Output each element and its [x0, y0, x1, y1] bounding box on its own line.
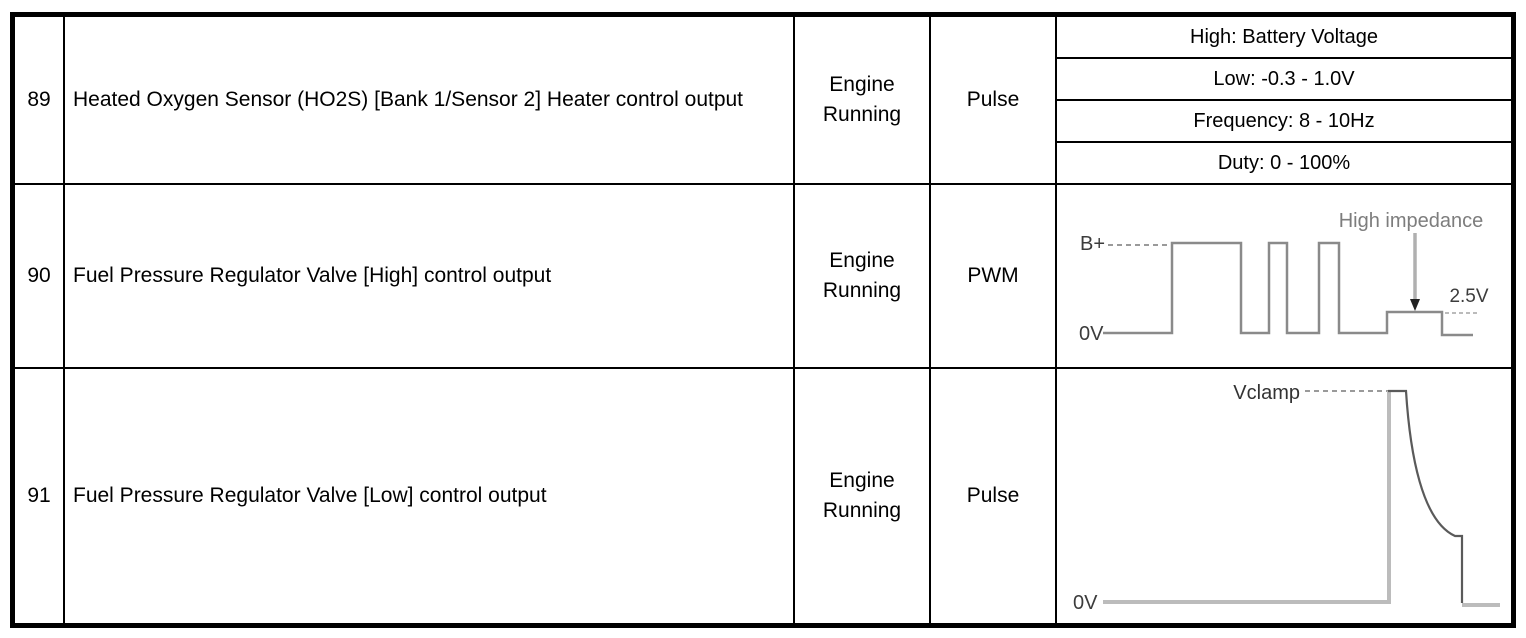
condition-text: Engine Running [822, 469, 902, 522]
signal-type-text: PWM [967, 264, 1019, 287]
pin-number: 89 [27, 88, 51, 111]
pin-function-table: 89 Heated Oxygen Sensor (HO2S) [Bank 1/S… [10, 12, 1516, 628]
description-cell: Fuel Pressure Regulator Valve [High] con… [65, 185, 795, 369]
condition-cell: Engine Running [795, 17, 931, 185]
signal-type-cell: Pulse [931, 369, 1057, 623]
description-cell: Heated Oxygen Sensor (HO2S) [Bank 1/Sens… [65, 17, 795, 185]
waveform-cell: B+ 0V High impedance 2.5V [1057, 185, 1511, 369]
pin-cell: 89 [15, 17, 65, 185]
waveform-cell: Vclamp 0V [1057, 369, 1511, 623]
spec-line-frequency: Frequency: 8 - 10Hz [1057, 101, 1511, 143]
spec-line-high: High: Battery Voltage [1057, 17, 1511, 59]
step-voltage-label: 2.5V [1449, 286, 1488, 307]
signal-type-cell: PWM [931, 185, 1057, 369]
bplus-label: B+ [1080, 233, 1105, 255]
pin-number: 91 [27, 484, 51, 507]
pin-cell: 91 [15, 369, 65, 623]
pin-number: 90 [27, 264, 51, 287]
pin-description: Fuel Pressure Regulator Valve [High] con… [73, 264, 552, 287]
pin-description: Fuel Pressure Regulator Valve [Low] cont… [73, 484, 547, 507]
signal-type-cell: Pulse [931, 17, 1057, 185]
pulse-waveform-diagram: Vclamp 0V [1073, 382, 1500, 614]
pin-cell: 90 [15, 185, 65, 369]
zero-volt-label: 0V [1073, 592, 1098, 614]
condition-cell: Engine Running [795, 185, 931, 369]
spec-line-low: Low: -0.3 - 1.0V [1057, 59, 1511, 101]
clamp-decay-trace [1388, 389, 1464, 603]
pwm-waveform-diagram: B+ 0V High impedance 2.5V [1079, 210, 1489, 345]
high-impedance-label: High impedance [1339, 210, 1484, 232]
signal-type-text: Pulse [966, 484, 1020, 507]
zero-volt-label: 0V [1079, 323, 1104, 345]
condition-text: Engine Running [822, 249, 902, 302]
signal-type-text: Pulse [966, 88, 1020, 111]
spec-line-duty: Duty: 0 - 100% [1217, 152, 1351, 174]
pin-description: Heated Oxygen Sensor (HO2S) [Bank 1/Sens… [73, 88, 744, 111]
vclamp-label: Vclamp [1233, 382, 1300, 404]
pwm-trace [1103, 241, 1473, 337]
annotation-arrow-head [1410, 299, 1420, 311]
condition-text: Engine Running [822, 73, 902, 126]
description-cell: Fuel Pressure Regulator Valve [Low] cont… [65, 369, 795, 623]
spec-cell: High: Battery Voltage Low: -0.3 - 1.0V F… [1057, 17, 1511, 185]
baseline-and-rise-trace [1103, 391, 1391, 604]
condition-cell: Engine Running [795, 369, 931, 623]
